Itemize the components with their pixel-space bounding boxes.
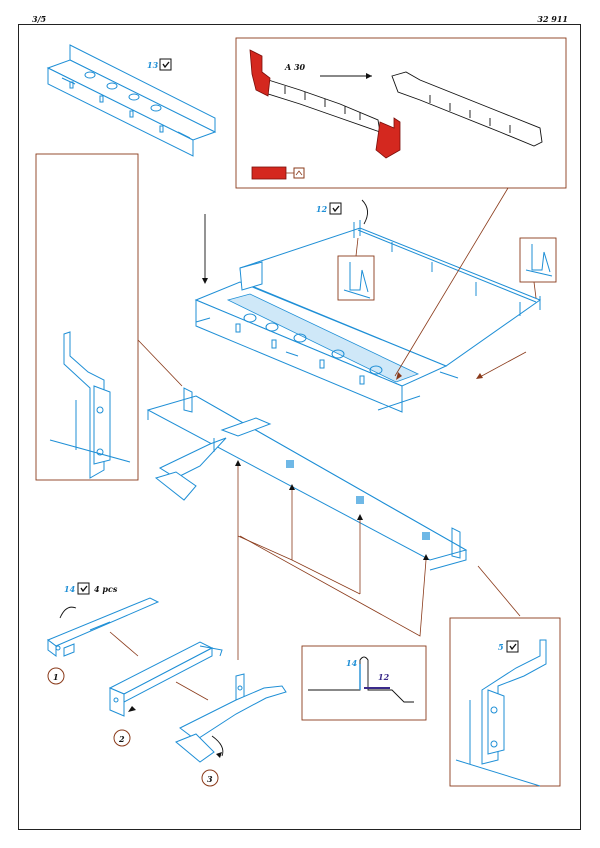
sub-part-1 — [46, 597, 160, 657]
clip-detail-inset-right — [519, 237, 557, 283]
step-5-large-frame — [35, 153, 139, 481]
step-12-number: 12 — [316, 204, 328, 214]
sub-step-1-label: 1 — [53, 672, 59, 682]
quantity-label: 4 pcs — [94, 584, 118, 594]
check-icon — [329, 202, 342, 215]
lower-rail-assembly — [146, 387, 468, 571]
sub-step-3-label: 3 — [207, 774, 213, 784]
arrowhead-icon — [202, 278, 208, 284]
inset-14-label: 14 — [346, 658, 358, 668]
check-icon — [506, 640, 519, 653]
page-number: 3/5 — [32, 14, 47, 24]
leader-line — [394, 187, 509, 377]
arrow-up-icons — [235, 460, 429, 560]
fold-arrow-icon — [59, 606, 77, 619]
set-number: 32 911 — [537, 14, 568, 24]
page-frame — [18, 24, 581, 830]
sub-part-3 — [175, 673, 287, 763]
arrowhead-icon — [396, 372, 402, 380]
sub-step-3-circle — [201, 769, 219, 787]
step-13-number: 13 — [147, 60, 159, 70]
step-14-number: 14 — [64, 584, 76, 594]
curl-arrow-icon — [361, 199, 368, 225]
step-5-detail-bracket — [455, 639, 547, 787]
plastic-part-inset — [235, 37, 567, 189]
step-5-assembled-bracket — [49, 331, 131, 479]
a30-label: A 30 — [284, 62, 306, 72]
check-icon — [77, 582, 90, 595]
fold-detail-inset — [301, 645, 427, 721]
paint-swatch-red — [251, 166, 287, 180]
cut-icon — [293, 167, 305, 179]
marker-square — [422, 532, 430, 540]
marker-square — [356, 496, 364, 504]
arrowhead-icon — [366, 73, 372, 79]
plastic-part-a30-original — [249, 49, 401, 159]
sub-step-1-circle — [47, 667, 65, 685]
arrowhead-icon — [476, 373, 483, 379]
clip-detail-inset — [337, 255, 375, 301]
arrow-leader — [477, 351, 527, 379]
marker-square — [286, 460, 294, 468]
inset-12-label: 12 — [378, 672, 390, 682]
check-icon — [159, 58, 172, 71]
step-13-part — [46, 44, 217, 157]
plastic-part-a30-modified — [391, 71, 543, 147]
sub-step-2-circle — [113, 729, 131, 747]
main-frame-assembly — [194, 220, 542, 413]
step-5-bottom-number: 5 — [498, 642, 504, 652]
fold-profile — [308, 656, 414, 703]
sub-part-2 — [108, 641, 223, 717]
sub-step-2-label: 2 — [118, 734, 125, 744]
